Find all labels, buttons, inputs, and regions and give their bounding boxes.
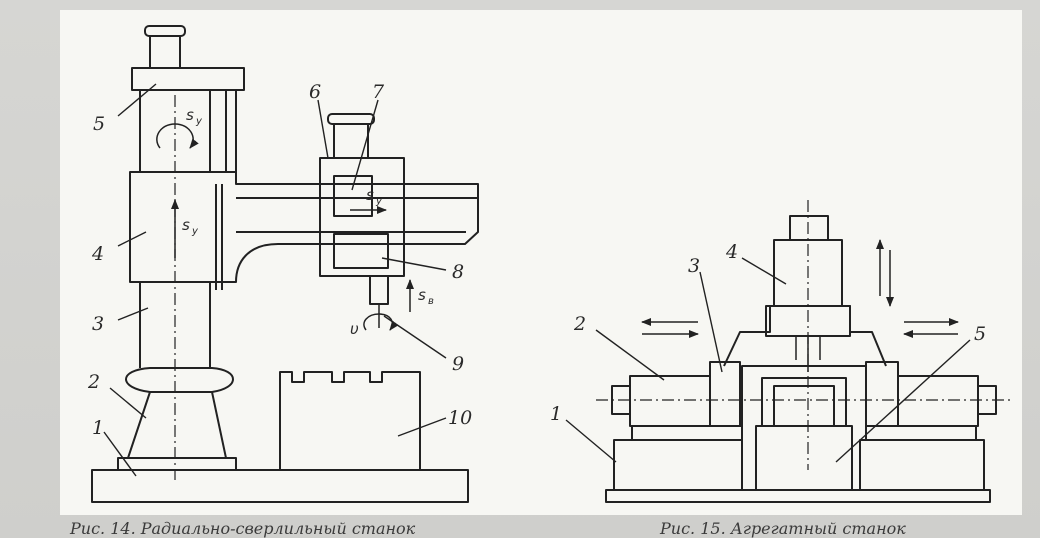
label-left-9: 9 xyxy=(452,353,464,375)
head-window-top xyxy=(333,175,373,217)
leader-r2 xyxy=(595,329,665,381)
radial-drill-figure xyxy=(91,25,479,503)
head-motor-cap xyxy=(327,113,375,125)
symbol-sy-mid: s xyxy=(182,216,190,234)
leader-4 xyxy=(117,231,147,247)
lift-screw xyxy=(225,89,237,173)
fixture-inner xyxy=(761,377,847,426)
label-right-1: 1 xyxy=(550,403,562,425)
leader-7 xyxy=(351,99,379,191)
symbol-sv: s xyxy=(418,286,426,304)
label-left-4: 4 xyxy=(91,243,104,265)
bed-plate xyxy=(605,489,991,503)
column-sleeve xyxy=(125,367,234,393)
pedestal-step xyxy=(117,457,237,470)
center-bed xyxy=(755,425,853,491)
symbol-sy-mid-sub: y xyxy=(191,226,199,237)
work-table xyxy=(279,371,421,470)
symbol-v: υ xyxy=(350,320,359,338)
arm-and-sleeve xyxy=(129,171,479,283)
leader-2 xyxy=(109,387,147,419)
leader-1 xyxy=(103,431,137,477)
right-slide xyxy=(865,425,977,441)
leader-r3 xyxy=(699,271,723,373)
right-unit xyxy=(897,375,979,427)
fixture-frame xyxy=(741,365,867,426)
label-left-1: 1 xyxy=(92,417,104,439)
label-left-6: 6 xyxy=(309,81,321,103)
leader-10 xyxy=(397,417,447,437)
label-right-2: 2 xyxy=(573,313,586,335)
base-plate xyxy=(91,469,469,503)
caption-right: Рис. 15. Агрегатный станок xyxy=(659,519,906,538)
label-right-4: 4 xyxy=(725,241,738,263)
leader-r5 xyxy=(835,339,971,463)
head-window-bottom xyxy=(333,233,389,269)
spindle xyxy=(369,275,389,305)
label-left-8: 8 xyxy=(452,261,464,283)
label-left-7: 7 xyxy=(372,81,385,103)
column xyxy=(139,282,211,368)
left-bed xyxy=(613,439,743,491)
leader-9 xyxy=(383,315,447,359)
multi-head-figure xyxy=(565,200,1010,503)
leader-5 xyxy=(117,83,157,117)
left-slide xyxy=(631,425,743,441)
label-left-10: 10 xyxy=(448,407,472,429)
label-left-2: 2 xyxy=(87,371,100,393)
label-left-3: 3 xyxy=(92,313,104,335)
spindle-rotation-arrow xyxy=(363,313,399,331)
left-unit xyxy=(629,375,711,427)
left-head xyxy=(709,361,741,427)
top-motor-cap xyxy=(144,25,186,37)
symbol-sy-head: s xyxy=(366,186,374,204)
upper-column xyxy=(139,90,211,172)
leader-r4 xyxy=(741,257,787,285)
symbol-sy-head-sub: y xyxy=(375,196,383,207)
symbol-sv-sub: в xyxy=(428,296,434,307)
right-head xyxy=(865,361,899,427)
leader-6 xyxy=(317,99,329,159)
top-motor xyxy=(789,215,829,241)
right-bed xyxy=(859,439,985,491)
leader-r1 xyxy=(565,419,617,463)
symbol-sy-top-sub: y xyxy=(195,116,203,127)
caption-left: Рис. 14. Радиально-сверлильный станок xyxy=(69,519,416,538)
column-cap xyxy=(131,67,245,91)
top-motor xyxy=(149,35,181,69)
column-screw xyxy=(215,184,223,290)
arm-rotation-arrow xyxy=(156,123,199,149)
arm-guides xyxy=(236,197,478,233)
label-right-5: 5 xyxy=(974,323,986,345)
leader-8 xyxy=(381,257,447,271)
label-right-3: 3 xyxy=(688,255,700,277)
leader-3 xyxy=(117,307,149,321)
pedestal-cone xyxy=(127,391,227,459)
symbol-sy-top: s xyxy=(186,106,194,124)
label-left-5: 5 xyxy=(93,113,105,135)
workpiece xyxy=(773,385,835,427)
